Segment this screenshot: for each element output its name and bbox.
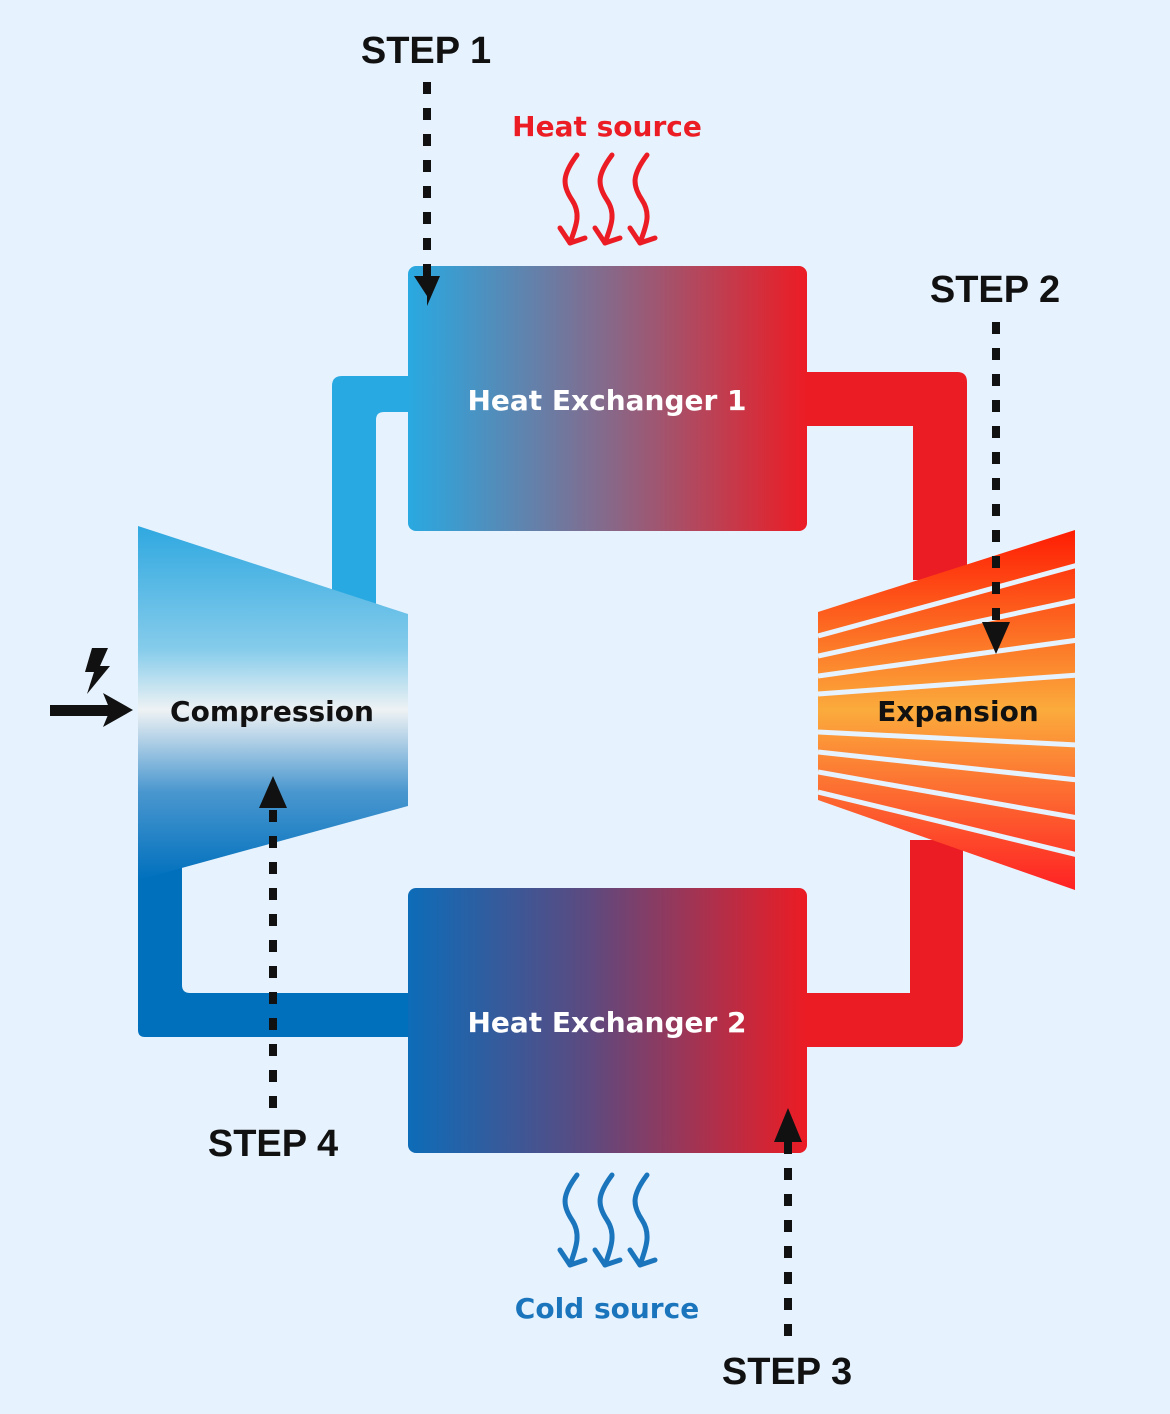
step-1: STEP 1 xyxy=(361,30,491,306)
turbine-blade-line xyxy=(818,637,1075,679)
turbine-blade-line xyxy=(818,749,1075,783)
step-1-label: STEP 1 xyxy=(361,30,491,72)
arrow-up-icon xyxy=(259,776,287,808)
heat-exchanger-2-label: Heat Exchanger 2 xyxy=(467,1006,746,1039)
arrow-down-icon xyxy=(414,276,440,306)
lightning-bolt-icon xyxy=(85,648,110,694)
step-3: STEP 3 xyxy=(722,1108,852,1393)
heat-wave-arrows-icon xyxy=(557,152,658,246)
heat-exchanger-2[interactable]: Heat Exchanger 2 xyxy=(408,888,807,1153)
turbine-blade-line xyxy=(818,597,1075,659)
cold-wave-arrows-icon xyxy=(557,1172,658,1268)
turbine-blade-line xyxy=(818,729,1075,748)
heat-source-label: Heat source xyxy=(512,110,702,143)
compressor[interactable]: Compression xyxy=(138,526,408,880)
step-2: STEP 2 xyxy=(930,269,1060,654)
heat-exchanger-1-label: Heat Exchanger 1 xyxy=(467,384,746,417)
step-4-label: STEP 4 xyxy=(208,1123,338,1165)
cold-source-label: Cold source xyxy=(515,1292,699,1325)
heat-source: Heat source xyxy=(512,110,702,246)
step-4: STEP 4 xyxy=(208,776,338,1165)
pipe-hot-upper xyxy=(806,372,967,580)
arrow-right-icon xyxy=(50,693,133,727)
turbine-blade-line xyxy=(818,789,1075,858)
turbine-blade-line xyxy=(818,672,1075,697)
step-3-label: STEP 3 xyxy=(722,1351,852,1393)
turbine-blade-lines xyxy=(818,562,1075,858)
arrow-up-icon xyxy=(774,1108,802,1142)
pipe-cold-upper xyxy=(332,376,410,610)
turbine-blade-line xyxy=(818,562,1075,639)
step-2-label: STEP 2 xyxy=(930,269,1060,311)
heat-exchanger-1[interactable]: Heat Exchanger 1 xyxy=(408,266,807,531)
cold-source: Cold source xyxy=(515,1172,699,1325)
expansion-label: Expansion xyxy=(877,695,1039,728)
expansion-turbine[interactable]: Expansion xyxy=(818,520,1078,900)
arrow-down-icon xyxy=(982,622,1010,654)
pipe-hot-lower xyxy=(806,840,963,1047)
energy-input xyxy=(50,648,133,727)
compression-label: Compression xyxy=(170,695,374,728)
turbine-blade-line xyxy=(818,769,1075,821)
